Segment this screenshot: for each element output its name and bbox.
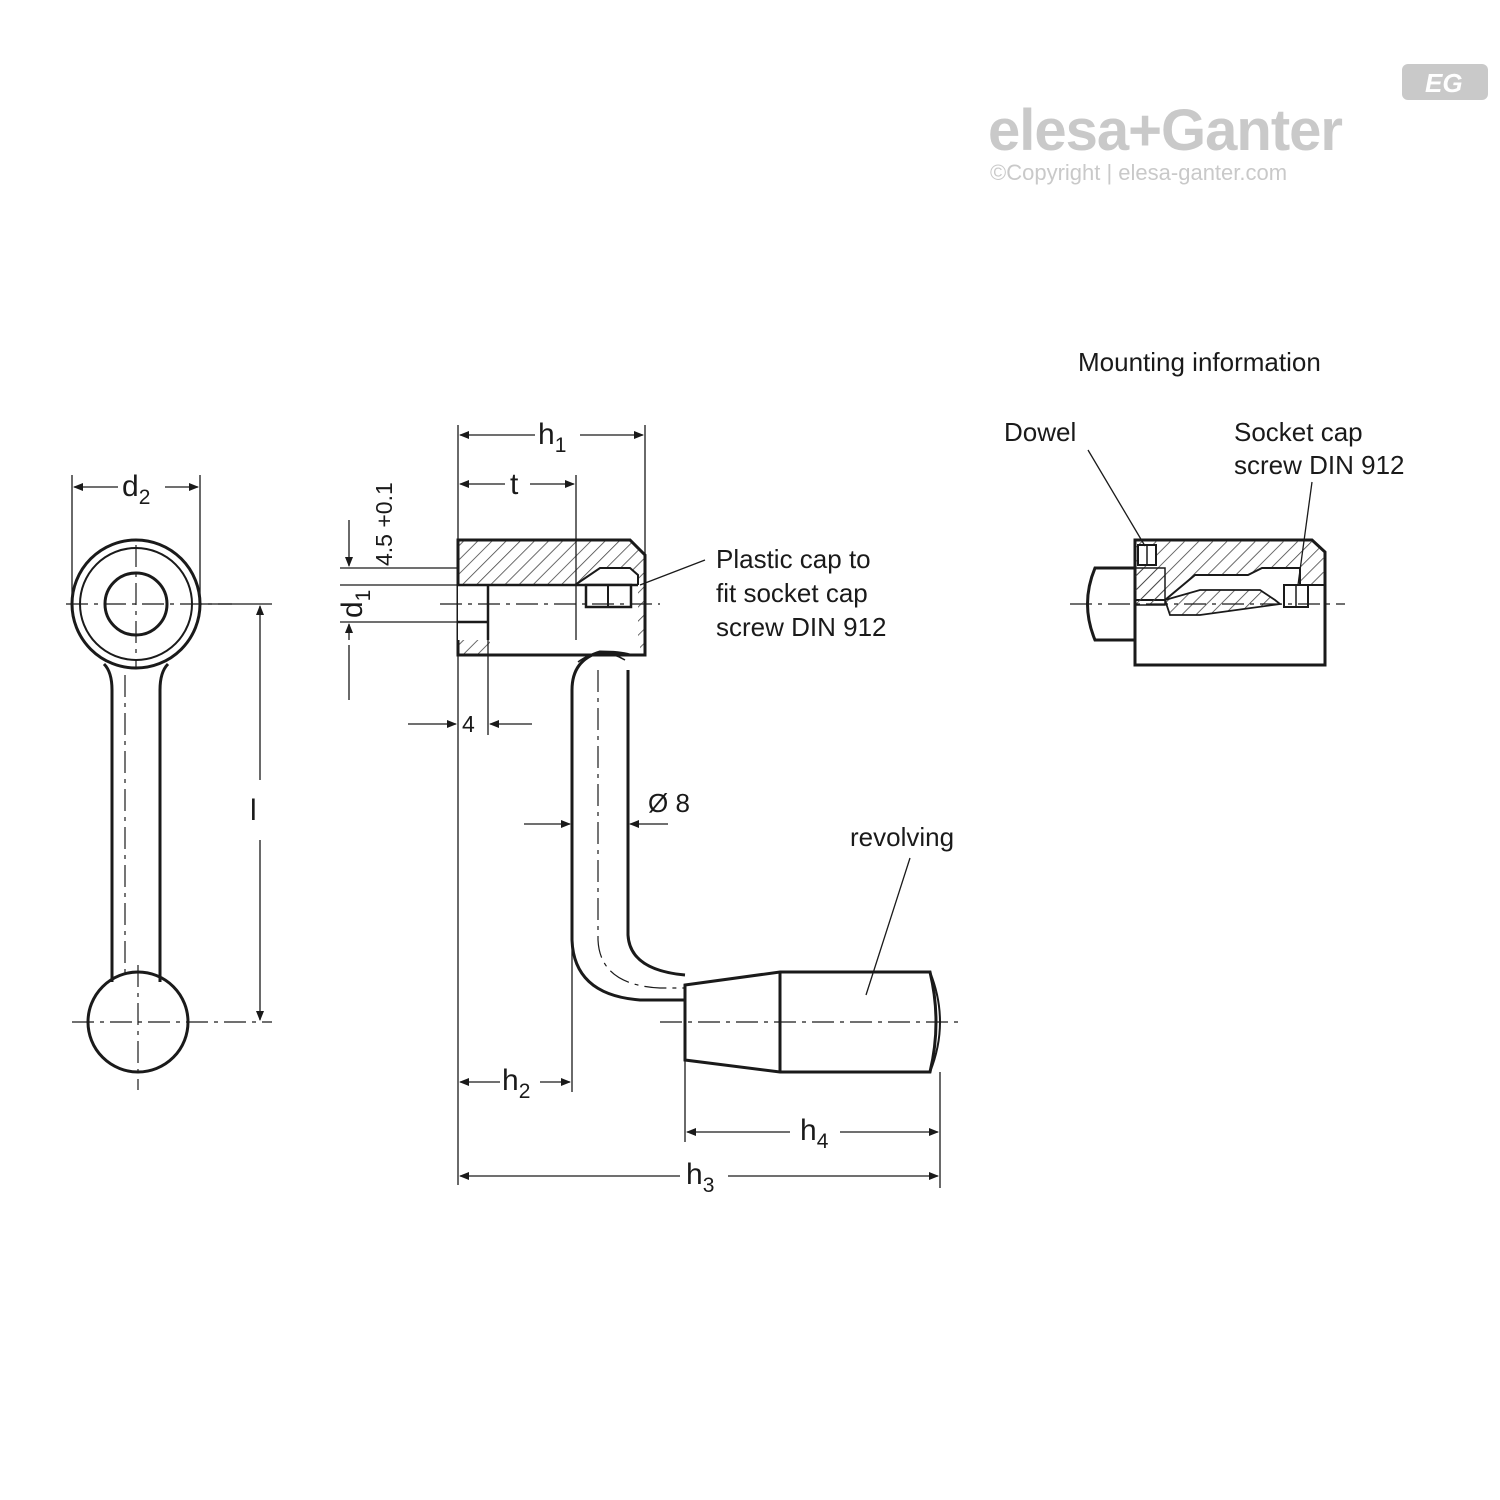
dim-l: l bbox=[250, 794, 257, 827]
dim-diameter-8: Ø 8 bbox=[648, 788, 690, 818]
mounting-socket-cap-line1: Socket cap bbox=[1234, 417, 1363, 447]
side-view-dimensions bbox=[340, 425, 941, 1188]
logo-badge-icon: EG bbox=[1402, 64, 1488, 100]
front-view bbox=[66, 475, 272, 1090]
dim-4: 4 bbox=[462, 711, 475, 737]
callout-plastic-cap-line2: fit socket cap bbox=[716, 578, 868, 608]
dim-d2: d2 bbox=[122, 470, 150, 509]
dim-h3: h3 bbox=[686, 1158, 714, 1197]
mounting-view bbox=[1070, 449, 1345, 667]
dim-tolerance: 4.5 +0.1 bbox=[371, 482, 397, 566]
callout-plastic-cap-line3: screw DIN 912 bbox=[716, 612, 887, 642]
logo-wordmark: elesa+Ganter bbox=[988, 98, 1342, 163]
mounting-socket-cap-line2: screw DIN 912 bbox=[1234, 450, 1405, 480]
brand-logo: EG elesa+Ganter ©Copyright | elesa-gante… bbox=[988, 64, 1488, 185]
mounting-dowel-label: Dowel bbox=[1004, 417, 1076, 447]
mounting-title: Mounting information bbox=[1078, 347, 1321, 377]
dim-h2: h2 bbox=[502, 1064, 530, 1103]
callout-plastic-cap-line1: Plastic cap to bbox=[716, 544, 871, 574]
dim-h1: h1 bbox=[538, 418, 566, 457]
dim-t: t bbox=[510, 468, 519, 501]
dim-h4: h4 bbox=[800, 1114, 829, 1153]
callout-revolving: revolving bbox=[850, 822, 954, 852]
logo-copyright: ©Copyright | elesa-ganter.com bbox=[990, 160, 1287, 185]
dim-d1: d1 bbox=[336, 590, 375, 618]
svg-text:EG: EG bbox=[1425, 68, 1463, 98]
